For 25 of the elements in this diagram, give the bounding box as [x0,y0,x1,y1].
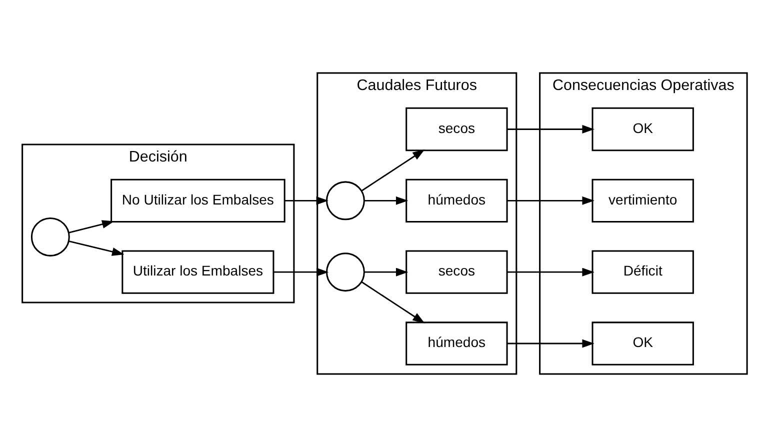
arrow [507,196,594,205]
node-circle [326,252,365,292]
node-box: OK [592,322,694,366]
arrow [364,196,408,205]
arrow [68,240,124,256]
node-box: secos [406,107,508,152]
node-box: húmedos [406,178,508,222]
node-box: No Utilizar los Embalses [110,178,286,222]
arrow [507,124,594,134]
node-circle [30,217,70,256]
node-box: OK [592,107,694,152]
node-box: secos [406,250,508,294]
arrow [361,149,425,192]
node-box: húmedos [406,322,508,366]
arrow [507,339,594,348]
arrow [274,268,329,276]
node-circle [326,181,365,220]
arrow [284,196,328,205]
arrow [68,220,114,234]
arrow [507,268,594,276]
node-box: vertimiento [592,178,694,222]
arrow [364,268,408,276]
node-box: Utilizar los Embalses [122,250,274,294]
arrow [361,281,425,324]
node-box: Déficit [592,250,694,294]
